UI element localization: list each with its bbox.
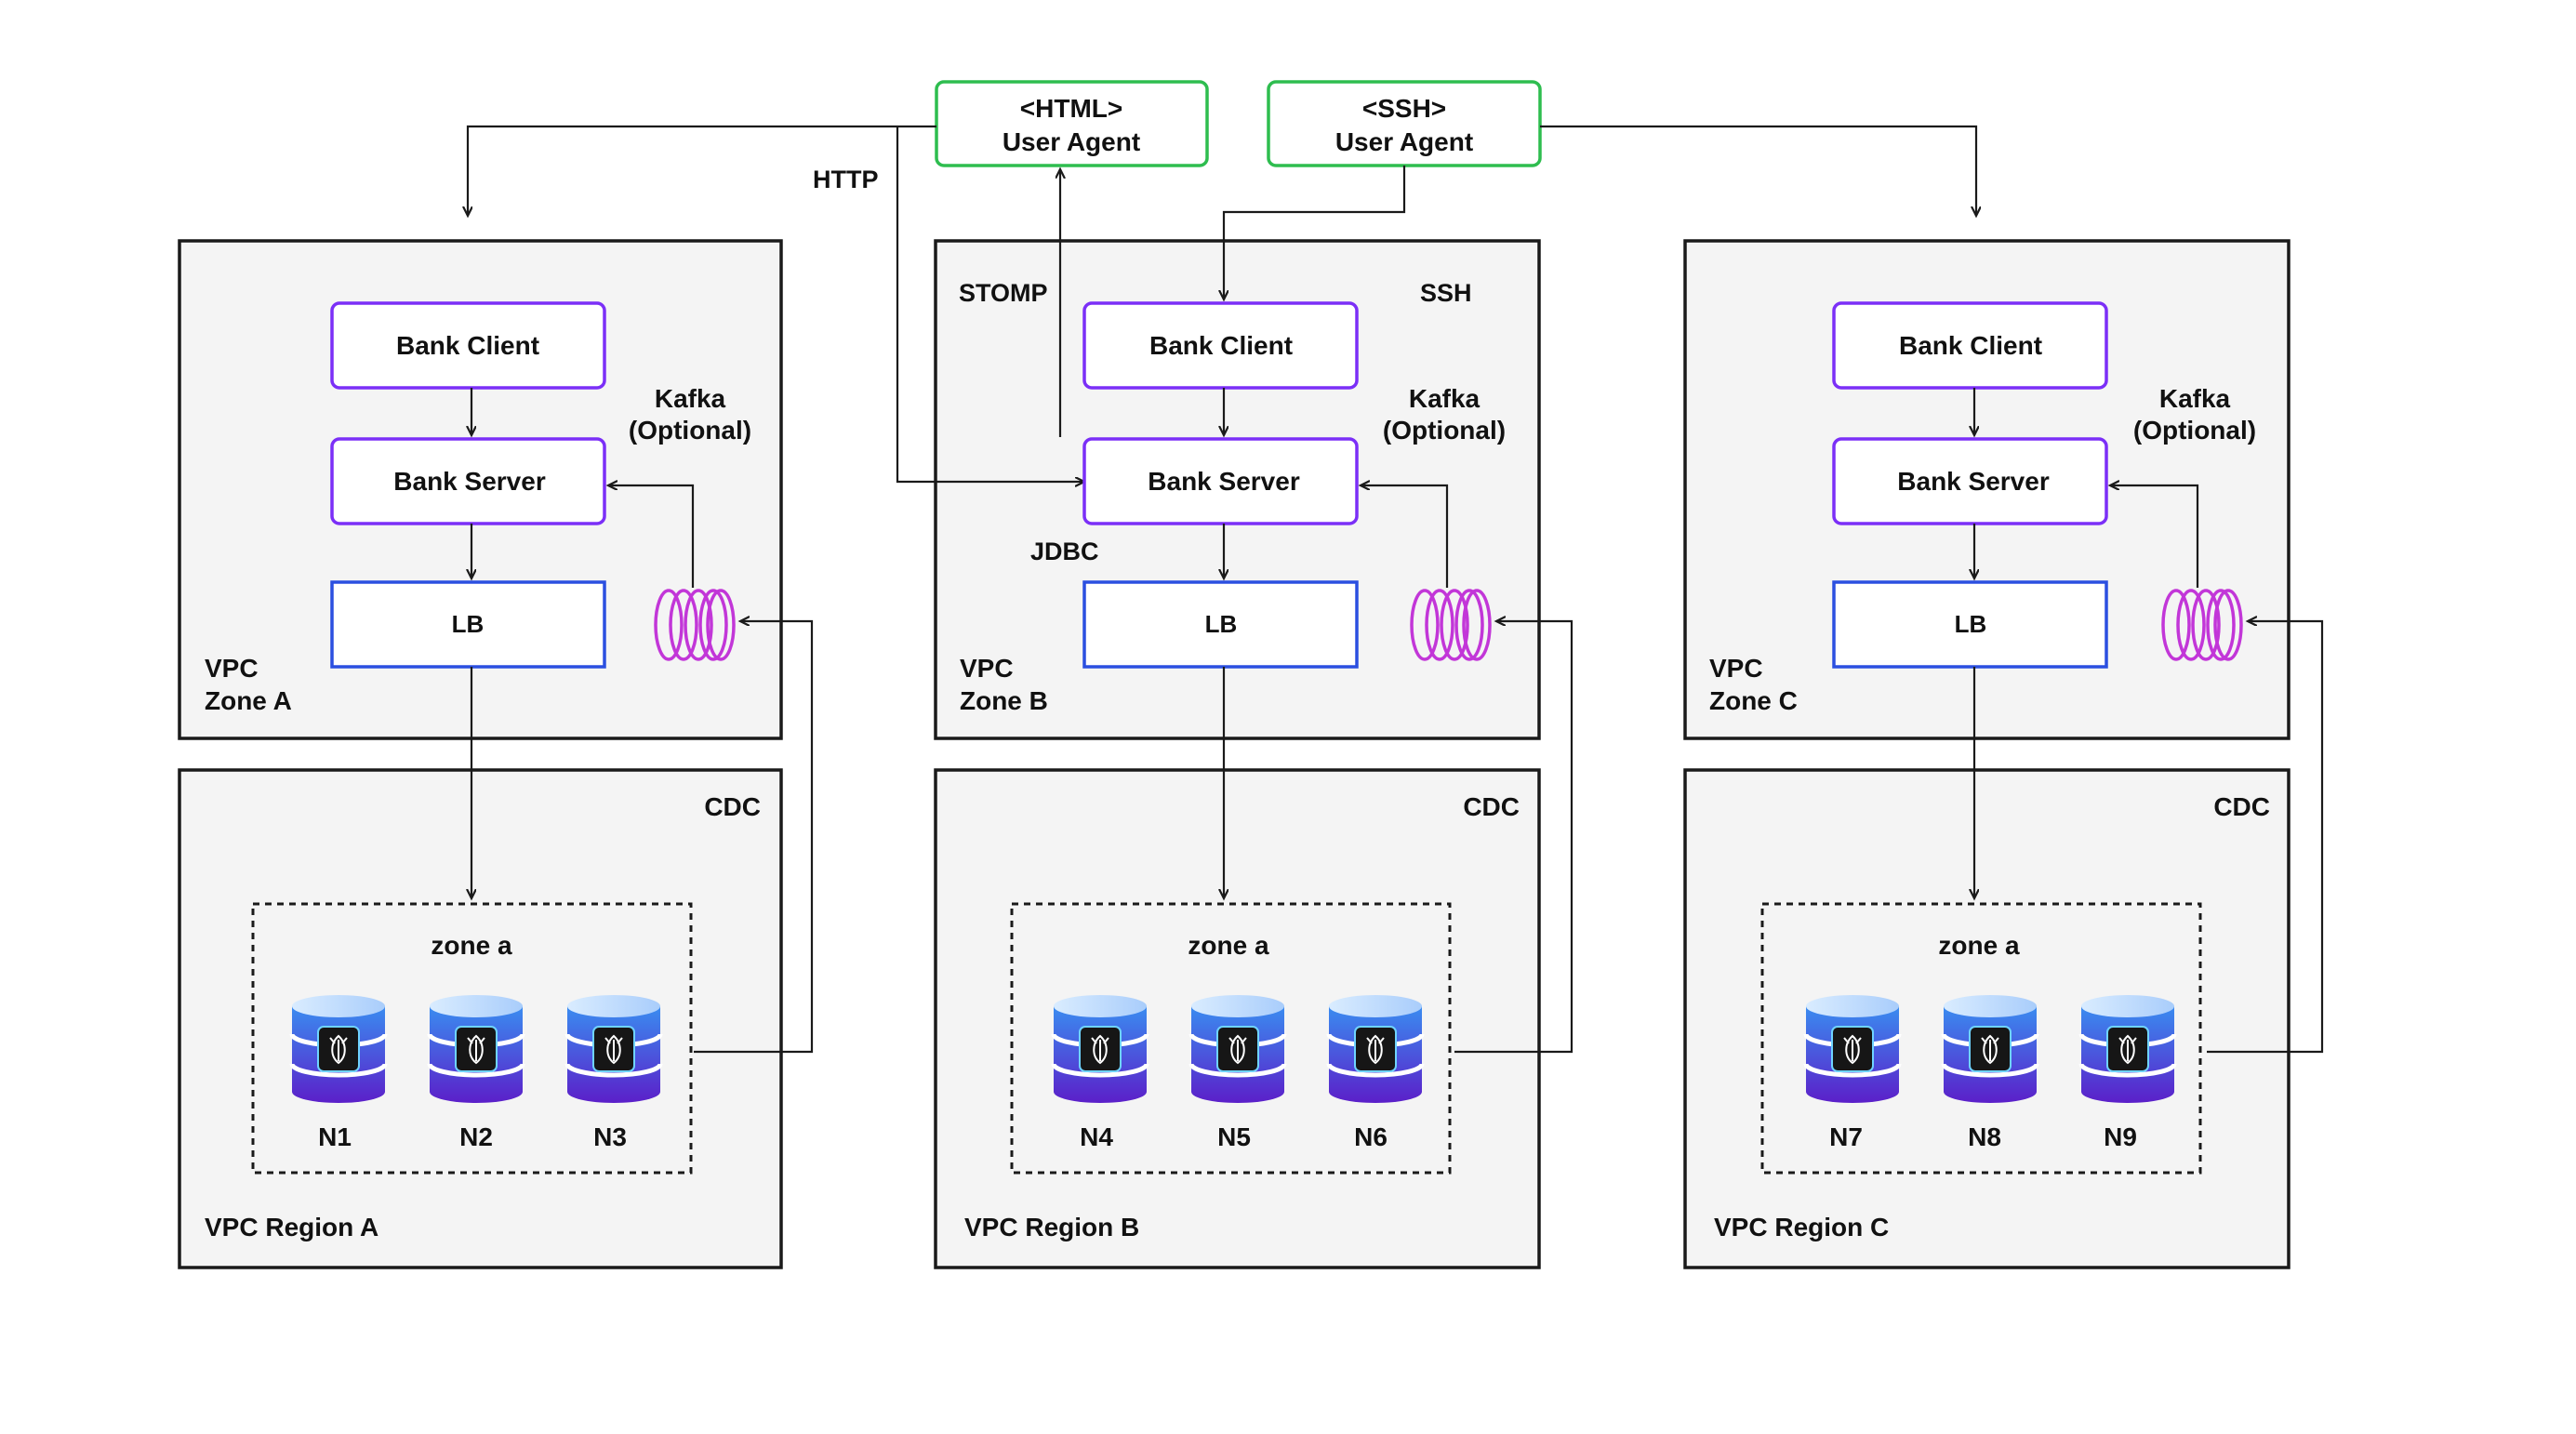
html-user-agent-label: User Agent [1003,127,1140,156]
node-label: N3 [593,1122,627,1151]
zone-label: Zone C [1709,686,1798,715]
kafka-queue-icon [1410,589,1492,661]
ssh-user-agent-tag: <SSH> [1362,94,1446,123]
bank-client-label: Bank Client [1149,331,1293,360]
connectors [468,125,1976,482]
cdc-label: CDC [1463,792,1520,821]
region-label: VPC Region B [964,1213,1139,1241]
database-node-icon [289,995,388,1103]
db-node-n4: N4 [1051,995,1149,1151]
kafka-label: Kafka [2159,384,2231,413]
vpc-label: VPC [205,654,259,683]
zone-label: Zone B [960,686,1048,715]
node-label: N9 [2104,1122,2137,1151]
zone-a-box-b [1010,902,1452,1175]
database-node-icon [427,995,525,1103]
node-label: N4 [1080,1122,1113,1151]
cdc-label: CDC [704,792,761,821]
region-label: VPC Region A [205,1213,378,1241]
subzone-label: zone a [1938,931,2020,960]
zone-c-stack: Bank Client Bank Server LB Kafka (Option… [1709,301,2324,1241]
kafka-queue-icon [654,589,736,661]
lb-label: LB [1955,610,1987,638]
db-node-n8: N8 [1941,995,2039,1151]
db-node-n6: N6 [1326,995,1425,1151]
kafka-optional-label: (Optional) [1383,416,1506,445]
database-node-icon [1326,995,1425,1103]
kafka-optional-label: (Optional) [629,416,751,445]
html-user-agent: <HTML> User Agent [935,80,1209,167]
node-label: N2 [459,1122,493,1151]
subzone-label: zone a [431,931,512,960]
zone-label: Zone A [205,686,292,715]
stomp-label: STOMP [959,279,1048,307]
db-node-n3: N3 [564,995,663,1151]
database-node-icon [564,995,663,1103]
html-user-agent-tag: <HTML> [1020,94,1122,123]
ssh-label: SSH [1420,279,1472,307]
http-label: HTTP [813,166,879,193]
database-node-icon [1803,995,1902,1103]
lb-label: LB [1205,610,1238,638]
jdbc-label: JDBC [1030,538,1099,565]
bank-server-label: Bank Server [1897,467,2050,496]
db-node-n1: N1 [289,995,388,1151]
db-node-n5: N5 [1188,995,1287,1151]
lb-label: LB [452,610,485,638]
zone-a-box-c [1760,902,2202,1175]
ssh-user-agent-label: User Agent [1335,127,1473,156]
subzone-label: zone a [1188,931,1269,960]
node-label: N5 [1217,1122,1251,1151]
db-node-n9: N9 [2078,995,2177,1151]
bank-client-label: Bank Client [1899,331,2042,360]
database-node-icon [1188,995,1287,1103]
region-label: VPC Region C [1714,1213,1889,1241]
database-node-icon [2078,995,2177,1103]
node-label: N8 [1968,1122,2001,1151]
kafka-label: Kafka [655,384,726,413]
zone-a-box-a [251,902,693,1175]
cdc-label: CDC [2213,792,2270,821]
database-node-icon [1941,995,2039,1103]
vpc-label: VPC [1709,654,1763,683]
node-label: N6 [1354,1122,1388,1151]
kafka-label: Kafka [1409,384,1481,413]
bank-server-label: Bank Server [393,467,546,496]
node-label: N7 [1829,1122,1863,1151]
vpc-label: VPC [960,654,1014,683]
ssh-user-agent: <SSH> User Agent [1267,80,1542,167]
bank-server-label: Bank Server [1148,467,1300,496]
database-node-icon [1051,995,1149,1103]
db-node-n7: N7 [1803,995,1902,1151]
db-node-n2: N2 [427,995,525,1151]
node-label: N1 [318,1122,352,1151]
zone-a-stack: Bank Client Bank Server LB Kafka (Option… [205,301,814,1241]
zone-b-stack: Bank Client Bank Server LB Kafka (Option… [960,301,1573,1241]
kafka-queue-icon [2161,589,2243,661]
kafka-optional-label: (Optional) [2133,416,2256,445]
bank-client-label: Bank Client [396,331,539,360]
